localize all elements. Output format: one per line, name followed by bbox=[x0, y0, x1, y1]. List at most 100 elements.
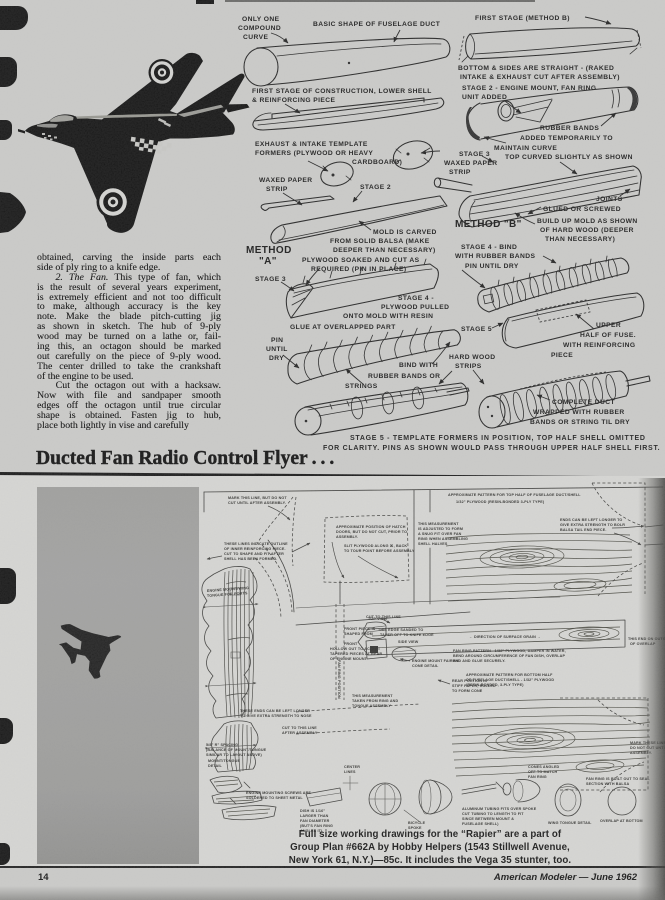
svg-text:WRAPPED WITH RUBBER: WRAPPED WITH RUBBER bbox=[533, 409, 625, 416]
svg-text:STAGE 3: STAGE 3 bbox=[459, 151, 490, 158]
svg-text:MAINTAIN CURVE: MAINTAIN CURVE bbox=[494, 145, 557, 152]
svg-text:THESE LINES INDICATE OUTLINE: THESE LINES INDICATE OUTLINE bbox=[224, 542, 288, 546]
svg-text:STAGE 5 - TEMPLATE FORMERS IN: STAGE 5 - TEMPLATE FORMERS IN POSITION, … bbox=[350, 435, 646, 442]
svg-text:METHOD: METHOD bbox=[246, 245, 292, 256]
svg-text:THESE ENDS CAN BE LEFT LONGER: THESE ENDS CAN BE LEFT LONGER bbox=[240, 709, 310, 713]
svg-text:FAN DIAMETER: FAN DIAMETER bbox=[300, 819, 330, 823]
svg-text:EXHAUST & INTAKE TEMPLATE: EXHAUST & INTAKE TEMPLATE bbox=[255, 141, 368, 148]
svg-text:COMPOUND: COMPOUND bbox=[238, 25, 281, 32]
svg-text:GLUE AT OVERLAPPED PART: GLUE AT OVERLAPPED PART bbox=[290, 324, 396, 331]
svg-text:UPPER: UPPER bbox=[596, 322, 621, 329]
svg-text:SHELL HAS BEEN FORMED.: SHELL HAS BEEN FORMED. bbox=[224, 557, 277, 561]
svg-text:SINCE BETWEEN MOUNT &: SINCE BETWEEN MOUNT & bbox=[462, 817, 514, 821]
svg-text:STAGE 4 - BIND: STAGE 4 - BIND bbox=[461, 244, 517, 251]
svg-text:SECTION WITH BALSA: SECTION WITH BALSA bbox=[586, 782, 629, 786]
svg-text:BALSA TAIL END PIECE.: BALSA TAIL END PIECE. bbox=[560, 528, 607, 532]
svg-text:CUT TO THIS LINE: CUT TO THIS LINE bbox=[282, 726, 317, 730]
svg-text:← DIRECTION OF SURFACE GRAIN →: ← DIRECTION OF SURFACE GRAIN → bbox=[469, 635, 541, 639]
svg-text:ADDED TEMPORARILY TO: ADDED TEMPORARILY TO bbox=[520, 135, 613, 142]
svg-text:FROM SOLID BALSA (MAKE: FROM SOLID BALSA (MAKE bbox=[330, 238, 430, 245]
svg-text:TOP CURVED SLIGHTLY AS SHOWN: TOP CURVED SLIGHTLY AS SHOWN bbox=[505, 154, 633, 161]
svg-text:ASSEMBLY.: ASSEMBLY. bbox=[336, 535, 358, 539]
svg-text:TO GIVE EXTRA STRENGTH TO NOSE: TO GIVE EXTRA STRENGTH TO NOSE bbox=[240, 714, 312, 718]
svg-text:1/32" PLYWOOD (RESIN-BONDED 3-: 1/32" PLYWOOD (RESIN-BONDED 3-PLY TYPE) bbox=[456, 500, 545, 504]
svg-text:UNIT ADDED: UNIT ADDED bbox=[462, 94, 507, 101]
svg-text:FAN RING PATTERN - 1/32" PLYWO: FAN RING PATTERN - 1/32" PLYWOOD, DAMPER… bbox=[453, 649, 566, 653]
svg-text:SIMILAR TO LAYOUT ABOVE): SIMILAR TO LAYOUT ABOVE) bbox=[206, 753, 263, 757]
svg-text:PIN UNTIL DRY: PIN UNTIL DRY bbox=[465, 263, 519, 270]
svg-text:ALUMINUM TUBING FITS OVER SPOK: ALUMINUM TUBING FITS OVER SPOKE bbox=[462, 807, 537, 811]
svg-text:TO FORM CONE: TO FORM CONE bbox=[452, 689, 483, 693]
svg-text:STRIPS: STRIPS bbox=[455, 363, 482, 370]
svg-text:BEND AROUND CIRCUMFERENCE OF F: BEND AROUND CIRCUMFERENCE OF FAN DISH, O… bbox=[453, 654, 565, 658]
svg-text:ENGINE MOUNTING SCREWS ARE: ENGINE MOUNTING SCREWS ARE bbox=[246, 791, 311, 795]
svg-text:OF FUSELAGE DUCT/SHELL - 1/32": OF FUSELAGE DUCT/SHELL - 1/32" PLYWOOD bbox=[466, 678, 554, 682]
svg-text:BANDS OR STRING TIL DRY: BANDS OR STRING TIL DRY bbox=[530, 419, 630, 426]
svg-text:HALF OF FUSE.: HALF OF FUSE. bbox=[580, 332, 636, 339]
svg-text:DISH IS 1/16": DISH IS 1/16" bbox=[300, 809, 325, 813]
svg-text:HOLLOW OUT TO ACCEPT: HOLLOW OUT TO ACCEPT bbox=[330, 647, 381, 651]
svg-text:IS ADJUSTED TO FORM: IS ADJUSTED TO FORM bbox=[418, 527, 463, 531]
svg-text:BICYCLE: BICYCLE bbox=[408, 821, 426, 825]
svg-text:DETAIL: DETAIL bbox=[208, 764, 223, 768]
svg-text:WING TONGUE DETAIL: WING TONGUE DETAIL bbox=[548, 821, 592, 825]
svg-text:"A": "A" bbox=[259, 256, 277, 267]
svg-text:SOLDERED TO SHEET METAL: SOLDERED TO SHEET METAL bbox=[246, 796, 303, 800]
svg-text:END AND GLUE SECURELY.: END AND GLUE SECURELY. bbox=[453, 659, 506, 663]
svg-text:TAKEN FROM RING AND: TAKEN FROM RING AND bbox=[352, 699, 398, 703]
svg-text:A SNUG FIT OVER FAN: A SNUG FIT OVER FAN bbox=[418, 532, 462, 536]
svg-text:FIRST STAGE OF CONSTRUCTION, L: FIRST STAGE OF CONSTRUCTION, LOWER SHELL bbox=[252, 88, 432, 95]
svg-text:CONE DETAIL: CONE DETAIL bbox=[412, 664, 439, 668]
svg-text:PLYWOOD PULLED: PLYWOOD PULLED bbox=[381, 304, 449, 311]
svg-text:ONLY ONE: ONLY ONE bbox=[242, 16, 280, 23]
svg-text:SHAPED FROM: SHAPED FROM bbox=[344, 632, 373, 636]
svg-text:CUT TO SHAPE AND FIT AFTER: CUT TO SHAPE AND FIT AFTER bbox=[224, 552, 284, 556]
svg-text:APPROXIMATE PATTERN FOR TOP HA: APPROXIMATE PATTERN FOR TOP HALF OF FUSE… bbox=[448, 493, 581, 497]
svg-text:APPROXIMATE POSITION OF HATCH: APPROXIMATE POSITION OF HATCH bbox=[336, 525, 406, 529]
svg-text:DEEPER THAN NECESSARY): DEEPER THAN NECESSARY) bbox=[333, 247, 436, 254]
svg-text:STAGE 2: STAGE 2 bbox=[360, 184, 391, 191]
svg-text:OF INNER REINFORCING PIECE.: OF INNER REINFORCING PIECE. bbox=[224, 547, 286, 551]
svg-text:BOTTOM & SIDES ARE STRAIGHT -: BOTTOM & SIDES ARE STRAIGHT - (RAKED bbox=[458, 65, 614, 72]
svg-text:MARK THIS LINE, BUT DO NOT: MARK THIS LINE, BUT DO NOT bbox=[228, 496, 287, 500]
svg-text:FUSELAGE SHELL): FUSELAGE SHELL) bbox=[462, 822, 499, 826]
svg-text:CUT TUBING TO LENGTH TO FIT: CUT TUBING TO LENGTH TO FIT bbox=[462, 812, 524, 816]
svg-text:OFF TO MATCH: OFF TO MATCH bbox=[528, 770, 558, 774]
svg-text:PLYWOOD SOAKED AND CUT AS: PLYWOOD SOAKED AND CUT AS bbox=[302, 257, 420, 264]
svg-text:& REINFORCING PIECE: & REINFORCING PIECE bbox=[252, 97, 336, 104]
svg-text:FORMERS (PLYWOOD OR HEAVY: FORMERS (PLYWOOD OR HEAVY bbox=[255, 150, 373, 157]
svg-text:GLUED OR SCREWED: GLUED OR SCREWED bbox=[543, 206, 621, 213]
svg-text:WAXED PAPER: WAXED PAPER bbox=[444, 160, 498, 167]
svg-text:LINES: LINES bbox=[344, 770, 356, 774]
svg-text:APPROXIMATE PATTERN FOR BOTTOM: APPROXIMATE PATTERN FOR BOTTOM HALF bbox=[466, 673, 553, 677]
svg-text:ENDS CAN BE LEFT LONGER TO: ENDS CAN BE LEFT LONGER TO bbox=[560, 518, 622, 522]
svg-text:PIECE: PIECE bbox=[551, 352, 573, 359]
svg-text:LARGER THAN: LARGER THAN bbox=[300, 814, 329, 818]
svg-text:OVERLAP AT BOTTOM: OVERLAP AT BOTTOM bbox=[600, 819, 643, 823]
svg-text:SLIT PLYWOOD ALONG ⌘, BACK: SLIT PLYWOOD ALONG ⌘, BACK bbox=[344, 543, 407, 548]
svg-text:(BALANCE OF MOUNT/TONGUE: (BALANCE OF MOUNT/TONGUE bbox=[206, 748, 267, 752]
svg-text:COMPLETE DUCT: COMPLETE DUCT bbox=[552, 399, 616, 406]
svg-text:STRIP: STRIP bbox=[266, 186, 288, 193]
svg-text:GIVE EXTRA STRENGTH TO BOLR: GIVE EXTRA STRENGTH TO BOLR bbox=[560, 523, 625, 527]
svg-text:BIND WITH: BIND WITH bbox=[399, 362, 438, 369]
svg-text:CURVE: CURVE bbox=[243, 34, 269, 41]
svg-text:ENGINE MOUNT FAIRING: ENGINE MOUNT FAIRING bbox=[412, 659, 460, 663]
svg-text:DOORS, BUT DO NOT CUT, PRIOR T: DOORS, BUT DO NOT CUT, PRIOR TO bbox=[336, 530, 407, 534]
svg-text:STRINGS: STRINGS bbox=[345, 383, 378, 390]
svg-text:CUT UNTIL AFTER ASSEMBLY.: CUT UNTIL AFTER ASSEMBLY. bbox=[228, 501, 286, 505]
svg-text:ONTO MOLD WITH RESIN: ONTO MOLD WITH RESIN bbox=[343, 313, 433, 320]
svg-text:RUBBER BANDS: RUBBER BANDS bbox=[540, 125, 599, 132]
svg-text:THIS MEASUREMENT: THIS MEASUREMENT bbox=[352, 694, 393, 698]
svg-text:CONES ANGLED: CONES ANGLED bbox=[528, 765, 560, 769]
svg-text:TAPER OFF TO KNIFE EDGE: TAPER OFF TO KNIFE EDGE bbox=[380, 633, 434, 637]
svg-text:(RESIN-BONDED, 3-PLY TYPE): (RESIN-BONDED, 3-PLY TYPE) bbox=[466, 683, 524, 687]
svg-text:WAXED PAPER: WAXED PAPER bbox=[259, 177, 313, 184]
svg-text:5/8" R" SPACING: 5/8" R" SPACING bbox=[206, 743, 238, 747]
svg-text:HARD WOOD: HARD WOOD bbox=[449, 354, 496, 361]
svg-text:FRONT PIECE IS: FRONT PIECE IS bbox=[344, 627, 376, 631]
svg-text:FOR CLARITY. PINS AS SHOWN WOU: FOR CLARITY. PINS AS SHOWN WOULD PASS TH… bbox=[323, 445, 660, 452]
svg-text:WITH REINFORCING: WITH REINFORCING bbox=[563, 342, 635, 349]
svg-text:TAPERED PIECES AT REAR: TAPERED PIECES AT REAR bbox=[330, 652, 382, 656]
svg-text:TOP VIEW: TOP VIEW bbox=[368, 617, 387, 621]
